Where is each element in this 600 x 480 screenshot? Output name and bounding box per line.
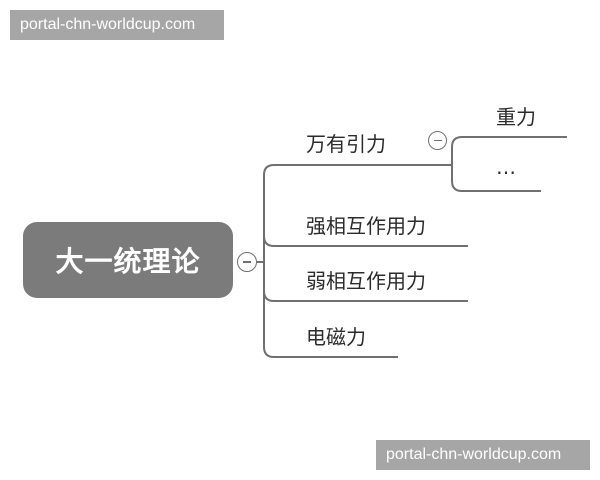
root-node[interactable]: 大一统理论 (23, 222, 233, 298)
watermark-bottom-right: portal-chn-worldcup.com (376, 440, 590, 470)
branch-strong-interaction[interactable]: 强相互作用力 (306, 214, 426, 238)
branch-weak-interaction[interactable]: 弱相互作用力 (306, 269, 426, 293)
subbranch-ellipsis[interactable]: … (496, 155, 516, 179)
minus-circle-icon (433, 139, 442, 142)
subbranch-gravity[interactable]: 重力 (496, 105, 536, 129)
minus-circle-icon (243, 261, 251, 263)
branch-gravitation[interactable]: 万有引力 (306, 132, 386, 156)
watermark-top-left: portal-chn-worldcup.com (10, 10, 224, 40)
root-collapse-button[interactable] (237, 252, 257, 272)
gravitation-collapse-button[interactable] (428, 131, 447, 150)
branch-electromagnetism[interactable]: 电磁力 (306, 325, 366, 349)
root-node-label: 大一统理论 (55, 245, 201, 278)
